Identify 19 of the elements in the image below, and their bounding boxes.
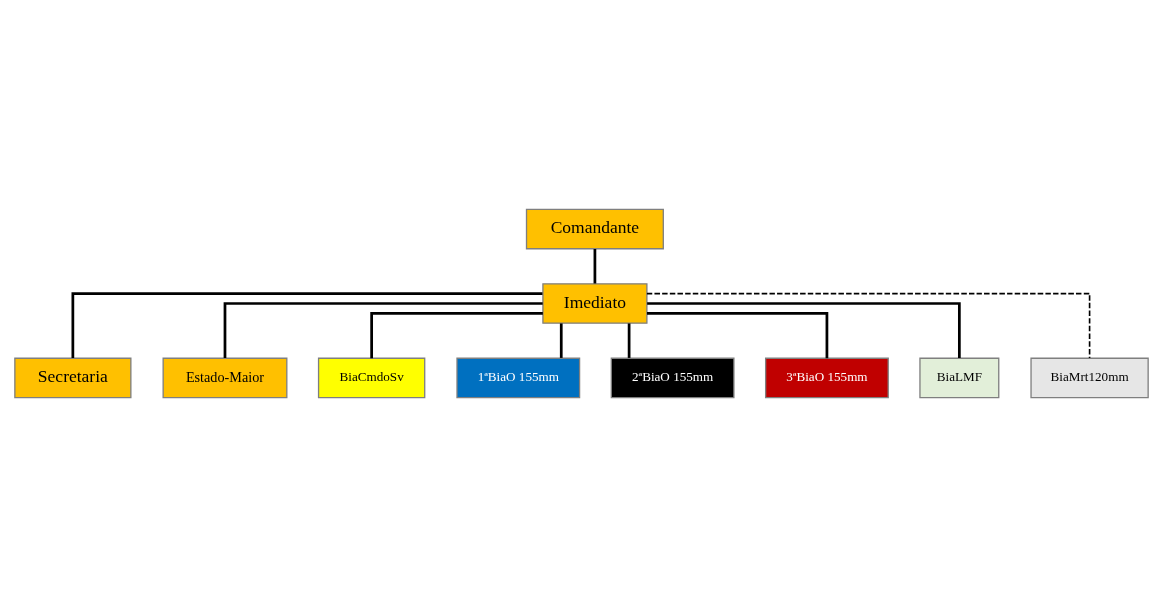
node-box: Imediato	[542, 283, 648, 324]
connector	[223, 302, 543, 358]
node-box: BiaLMF	[919, 357, 1000, 399]
node-box: BiaMrt120mm	[1030, 357, 1149, 399]
connector	[370, 312, 543, 359]
connector	[559, 323, 563, 358]
connector	[647, 312, 829, 359]
node-box: BiaCmdoSv	[317, 357, 426, 399]
connector	[627, 323, 631, 358]
node-box: 1ªBiaO 155mm	[456, 357, 581, 399]
node-box: 3ªBiaO 155mm	[765, 357, 889, 399]
connector	[71, 292, 543, 358]
connector	[593, 249, 597, 284]
connector	[646, 292, 1091, 359]
node-box: 2ªBiaO 155mm	[610, 357, 735, 399]
connector	[647, 302, 961, 358]
node-box: Estado-Maior	[162, 357, 288, 399]
node-box: Comandante	[525, 208, 664, 250]
node-box: Secretaria	[14, 357, 132, 399]
